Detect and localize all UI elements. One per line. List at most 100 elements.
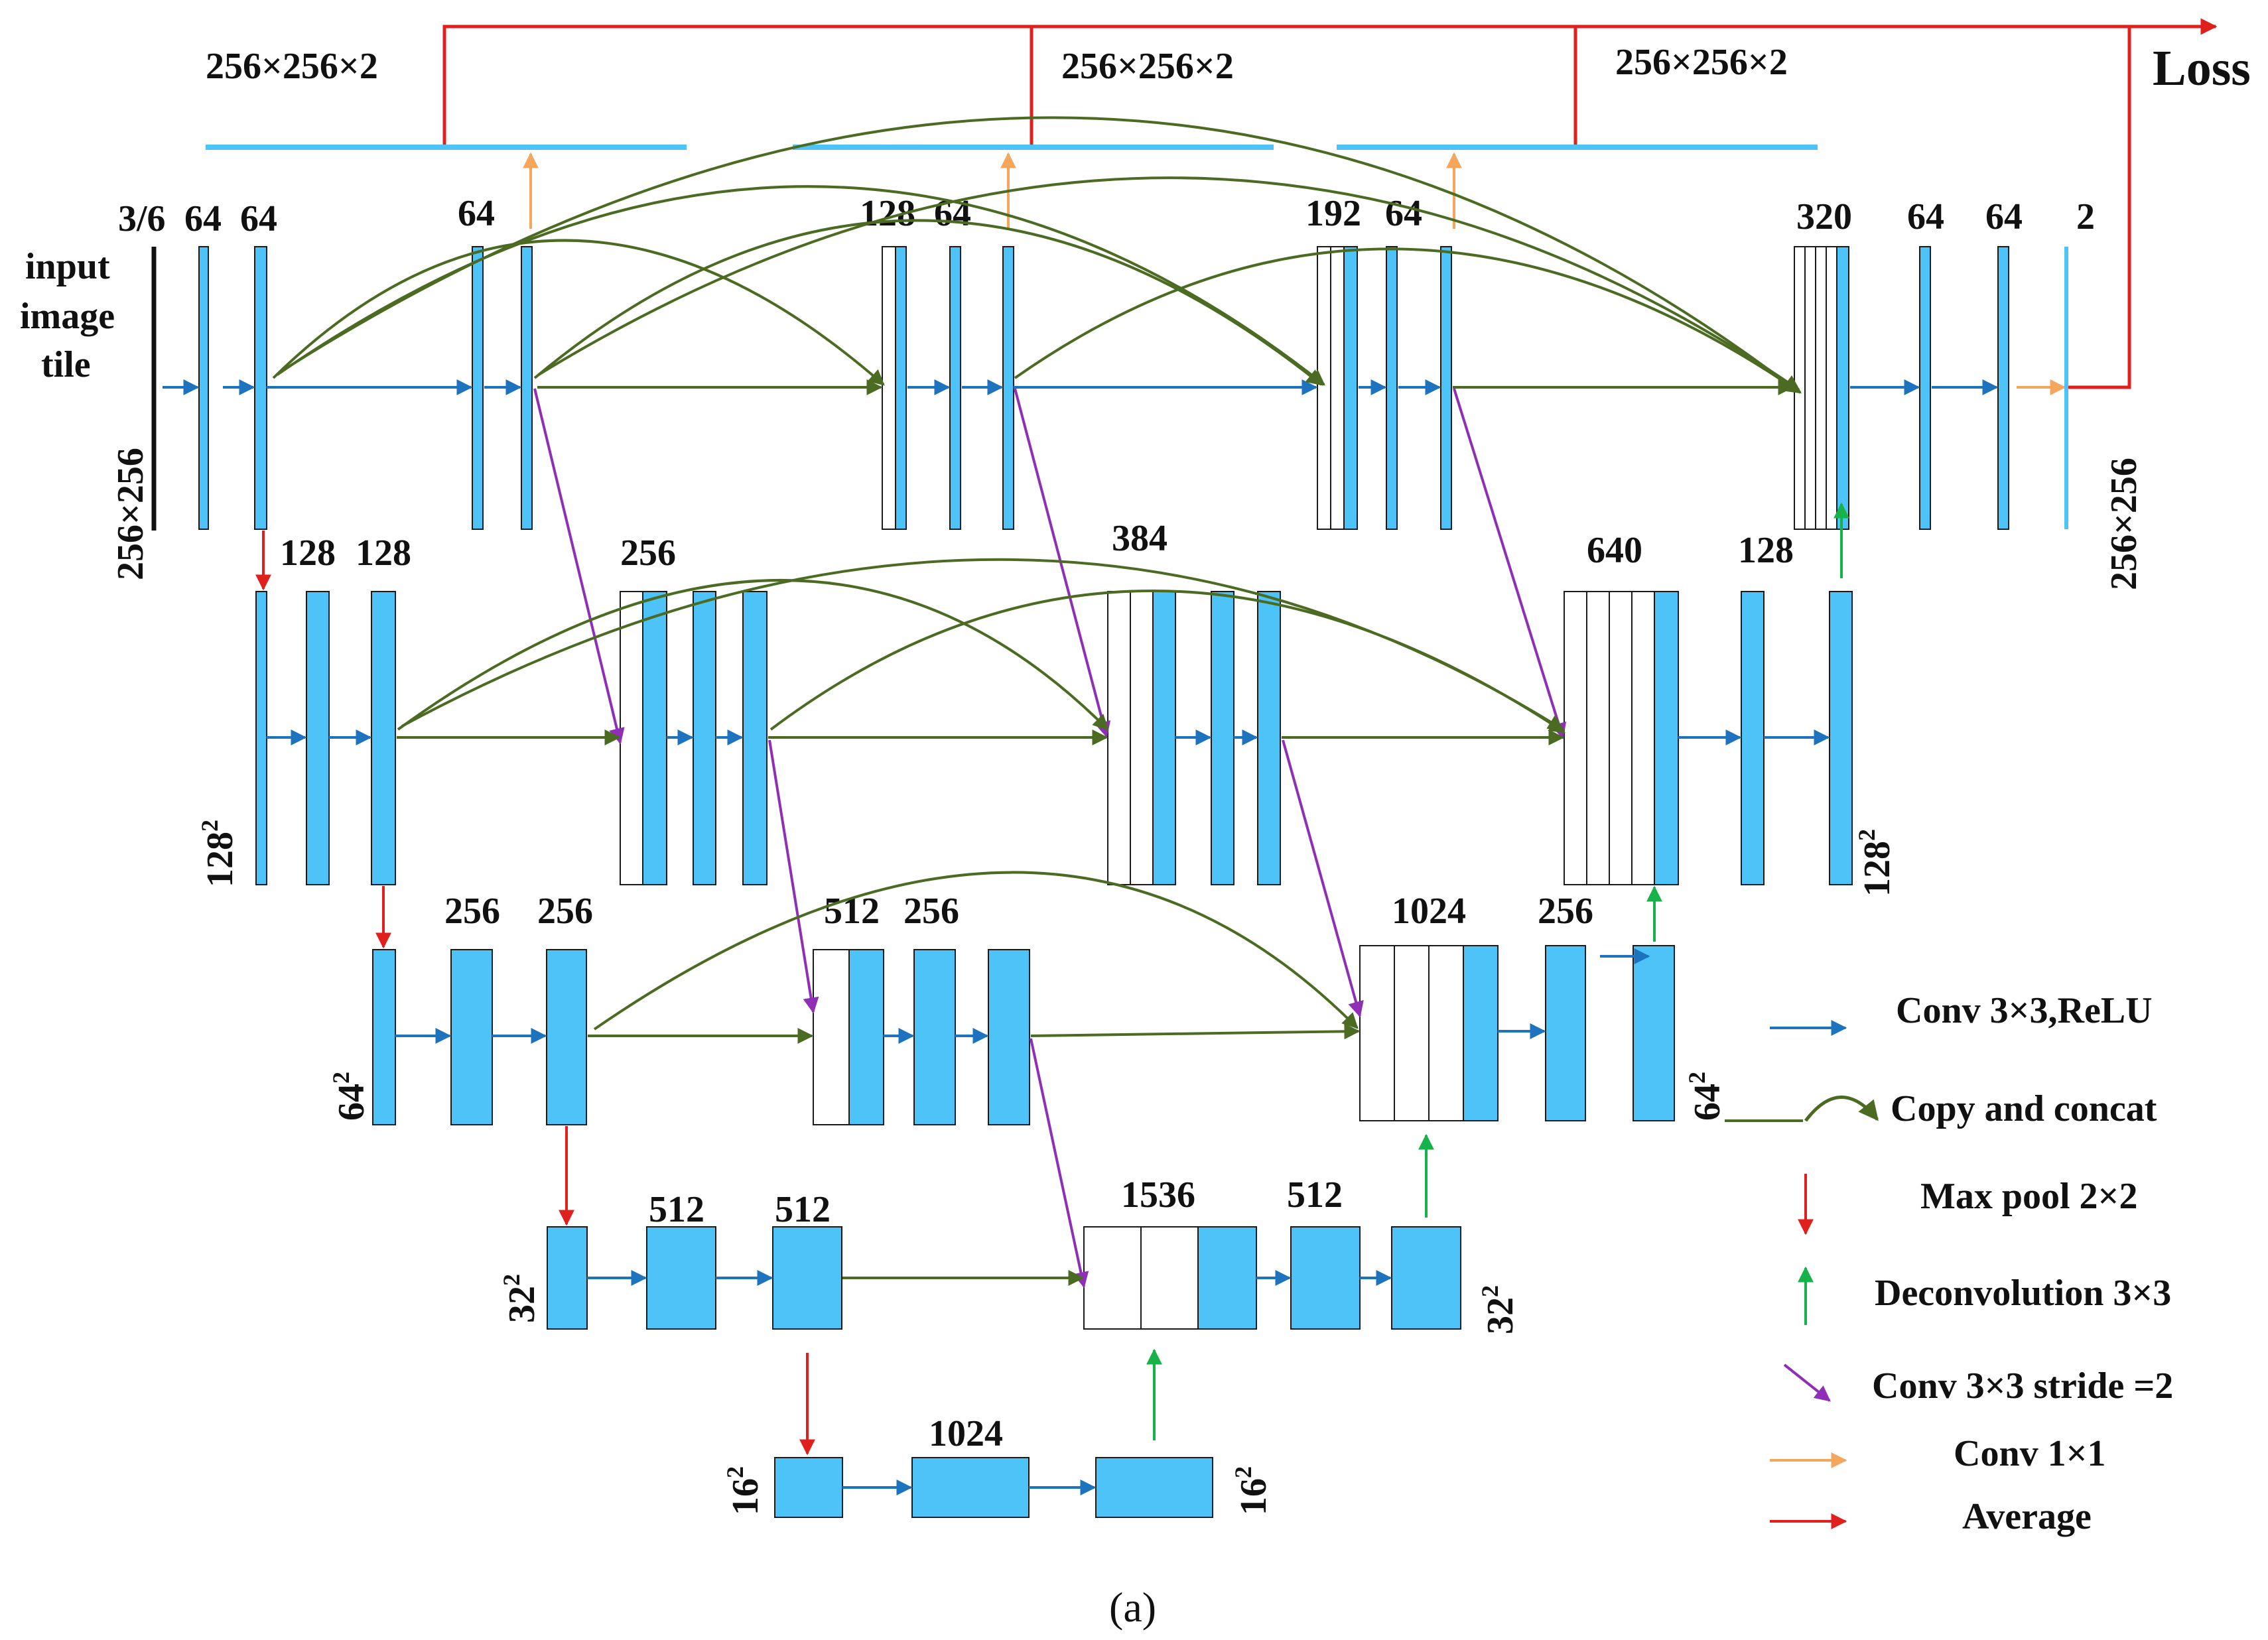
l1-concat-2-copy-a [1317,246,1331,530]
average-label-1: 256×256×2 [206,46,378,87]
legend-stride-arrow [1783,1363,1831,1402]
legend-average-label: Average [1962,1496,2092,1537]
l1-map-2 [254,246,267,530]
legend-conv1x1-label: Conv 1×1 [1954,1433,2106,1474]
legend: Conv 3×3,ReLU Copy and concat Max pool 2… [1725,990,2173,1537]
copy-concat-arrows [272,116,1802,1286]
legend-copy: Copy and concat [1725,1088,2157,1129]
l1-map-7 [1386,246,1398,530]
l5-map-1 [774,1457,843,1518]
l1-concat-2-copy-b [1330,246,1345,530]
input-label-line3: tile [41,344,91,385]
l3-label-1: 256 [444,891,500,932]
l4-map-1 [547,1226,588,1330]
l5-map-2 [911,1457,1030,1518]
stride-arrow [1453,388,1567,739]
l1-label-2: 64 [240,198,277,239]
l2-concat-2-copy-b [1130,591,1154,885]
copy-arc [276,185,1325,386]
l2-size-right: 1282 [1853,829,1898,897]
l1-label-8: 320 [1796,196,1852,237]
copy-arc [1014,247,1802,394]
l1-map-1 [198,246,209,530]
l3-map-3 [546,949,587,1125]
l3-concat-2-copy-c [1428,945,1464,1121]
legend-conv1x1: Conv 1×1 [1770,1433,2106,1474]
average-path-output [2066,27,2131,389]
l3-concat-1-copy [813,949,850,1125]
l2-concat-2-copy-a [1107,591,1131,885]
l2-concat-3-map [1654,591,1679,885]
l1-map-5 [949,246,961,530]
l4-label-1: 512 [649,1189,704,1230]
l2-label-4: 384 [1112,518,1167,559]
l1-map-6 [1002,246,1014,530]
l1-map-10 [1997,246,2009,530]
l1-label-1: 64 [184,198,222,239]
l2-map-1 [255,591,267,885]
l2-map-5 [742,591,767,885]
l3-map-7 [1633,945,1675,1121]
stride-arrow [1282,739,1364,1018]
l2-concat-3-copy-d [1631,591,1655,885]
level2-labels: 128 128 256 384 640 128 1282 1282 [196,518,1898,897]
l2-map-4 [693,591,716,885]
l5-size-right: 162 [1230,1466,1274,1515]
stride-arrow [768,739,819,1014]
copy-arc [769,590,1566,733]
l2-size-left: 1282 [196,820,241,887]
legend-deconv-label: Deconvolution 3×3 [1875,1273,2171,1314]
level3-labels: 256 256 512 256 1024 256 642 642 [328,891,1728,1121]
l3-map-5 [988,949,1030,1125]
l1-concat-3-copy-d [1826,246,1837,530]
deconv-arrows [1146,502,1849,1440]
legend-deconv: Deconvolution 3×3 [1798,1266,2171,1325]
copy-arc [537,176,1800,391]
figure-caption: (a) [1109,1584,1156,1631]
l4-size-right: 322 [1477,1285,1521,1334]
copy-arc [593,871,1359,1031]
l2-concat-3-copy-c [1609,591,1633,885]
stride-arrow [1030,1038,1089,1289]
l4-label-3: 1536 [1121,1174,1195,1216]
stride-conv-arrows [533,388,1567,1289]
l4-concat-copy-a [1083,1226,1142,1330]
l2-concat-2-map [1152,591,1176,885]
l2-label-2: 128 [356,533,411,574]
l3-size-left: 642 [328,1072,372,1121]
level4-blocks [547,1226,1461,1330]
average-loss-path [442,18,2218,389]
l1-label-7: 64 [1385,193,1422,234]
l4-label-2: 512 [775,1189,831,1230]
input-label-line1: input [25,246,110,287]
copy-arrow [1030,1023,1361,1040]
l1-map-9 [1919,246,1931,530]
l2-label-1: 128 [280,533,336,574]
l1-concat-1-map [895,246,907,530]
l3-label-2: 256 [537,891,593,932]
average-path-main [442,18,2218,147]
l1-map-8 [1440,246,1452,530]
l1-label-11: 2 [2076,196,2095,237]
l2-concat-3-copy-a [1564,591,1587,885]
l1-concat-2-map [1343,246,1358,530]
l2-map-7 [1257,591,1281,885]
l2-map-9 [1829,591,1853,885]
l2-map-6 [1211,591,1234,885]
l1-label-6: 192 [1305,193,1361,234]
l5-map-3 [1095,1457,1213,1518]
l1-label-10: 64 [1985,196,2023,237]
l1-label-3: 64 [458,193,495,234]
l3-concat-2-copy-b [1394,945,1430,1121]
l4-map-5 [1391,1226,1461,1330]
legend-stride-label: Conv 3×3 stride =2 [1872,1365,2173,1407]
l3-label-6: 256 [1538,891,1593,932]
l4-map-4 [1290,1226,1361,1330]
legend-conv-label: Conv 3×3,ReLU [1896,990,2153,1031]
l4-size-left: 322 [498,1274,543,1323]
copy-arc [272,239,885,386]
l1-concat-3-copy-b [1804,246,1816,530]
legend-stride: Conv 3×3 stride =2 [1783,1363,2173,1407]
loss-label: Loss [2153,40,2251,96]
